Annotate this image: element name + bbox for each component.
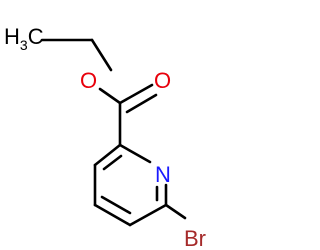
bond-ring-c2-n bbox=[118, 143, 152, 164]
bond-ring-c5-c4 bbox=[93, 203, 132, 227]
methyl-h: H bbox=[4, 24, 20, 49]
atom-labels: H3C O O N Br bbox=[4, 24, 206, 250]
bond-carbonyl-double-b bbox=[125, 93, 158, 114]
bond-ester-oxygen-carbonyl-carbon bbox=[98, 87, 122, 105]
methyl-label: H3C bbox=[4, 24, 44, 53]
methyl-subscript: 3 bbox=[20, 37, 28, 53]
bonds bbox=[40, 38, 187, 227]
bond-c6-bromine bbox=[164, 203, 187, 220]
carbonyl-oxygen-label: O bbox=[154, 68, 171, 93]
ring-nitrogen-label: N bbox=[155, 162, 171, 187]
ester-oxygen-label: O bbox=[80, 68, 97, 93]
bond-carbonyl-double-a bbox=[118, 83, 154, 105]
bond-methylene-ester-oxygen bbox=[90, 38, 113, 72]
bond-ring-c3-c2-inner bbox=[102, 154, 123, 171]
methyl-c: C bbox=[28, 24, 44, 49]
bond-ring-c5-c4-inner bbox=[100, 195, 132, 215]
bond-ring-c6-c5 bbox=[128, 203, 168, 227]
bromine-label: Br bbox=[184, 226, 206, 250]
molecule-diagram: H3C O O N Br bbox=[4, 24, 206, 250]
bond-ring-c3-c2 bbox=[93, 143, 122, 167]
